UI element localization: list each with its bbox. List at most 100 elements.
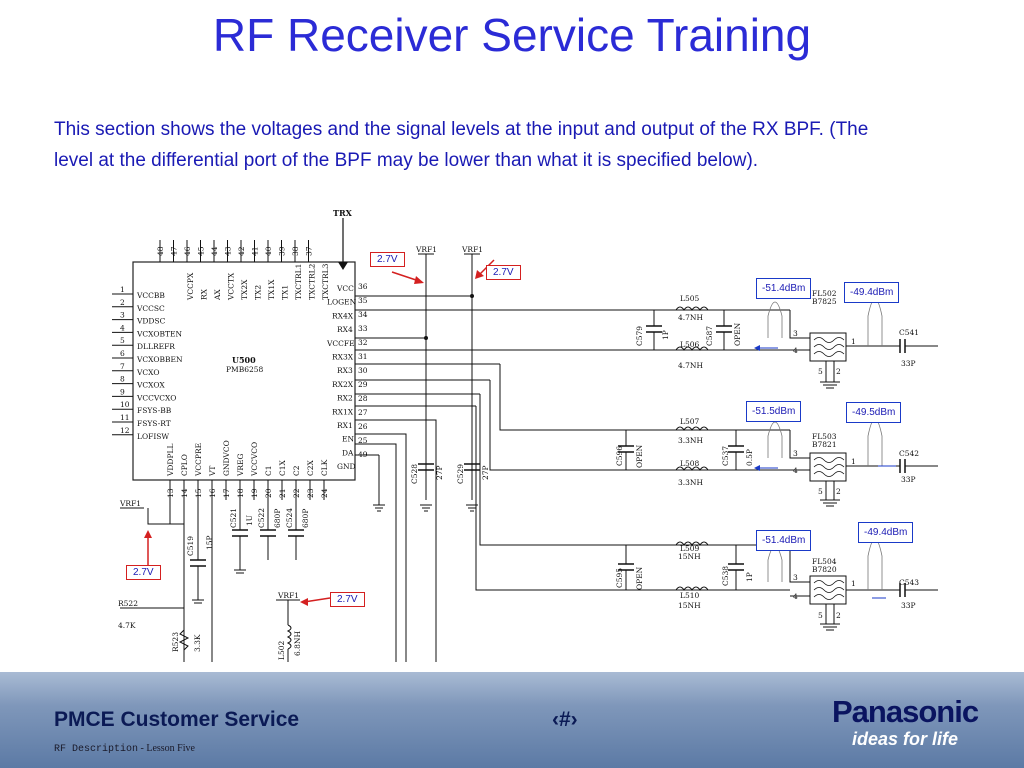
vrf-label-2: VRF1 <box>461 245 483 254</box>
ic-bottom-pin-name: VCCVCO <box>250 442 259 477</box>
ic-right-pin-number: 30 <box>358 366 368 375</box>
lower-left-circuit: VRF1 <box>119 480 304 662</box>
section-fl504: L509 15NH L510 15NH C595 OPEN C538 1P 3 … <box>615 538 938 631</box>
voltage-tag-4: 2.7V <box>330 592 365 607</box>
svg-text:C522: C522 <box>257 508 266 528</box>
trx-label: TRX <box>333 208 353 218</box>
footer-subtitle-left: RF Description <box>54 744 139 755</box>
ic-bottom-pin-name: VCCPRE <box>194 443 203 477</box>
svg-text:3: 3 <box>793 329 798 338</box>
c529-ref: C529 <box>456 464 465 484</box>
ic-bottom-pin-number: 24 <box>320 488 329 498</box>
trx-arrow <box>338 262 348 270</box>
svg-text:3.3NH: 3.3NH <box>678 436 703 445</box>
svg-text:R522: R522 <box>118 599 138 608</box>
svg-text:680P: 680P <box>301 509 310 528</box>
footer-subtitle: RF Description - Lesson Five <box>54 743 195 755</box>
svg-text:1: 1 <box>851 579 856 588</box>
svg-text:4.7K: 4.7K <box>118 621 136 630</box>
intro-text: This section shows the voltages and the … <box>54 119 869 171</box>
svg-text:L510: L510 <box>680 591 700 600</box>
svg-text:C596: C596 <box>615 446 624 466</box>
ic-left-pin-number: 9 <box>120 387 125 396</box>
footer-bar: PMCE Customer Service ‹#› RF Description… <box>0 672 1024 768</box>
svg-text:C595: C595 <box>615 568 624 588</box>
ic-top-pin-name: TX1X <box>267 279 276 300</box>
ic-bottom-pin-name: C2X <box>306 459 315 476</box>
svg-text:4: 4 <box>793 466 798 475</box>
svg-text:FL502: FL502 <box>812 289 837 298</box>
ic-right-pin-number: 29 <box>358 380 368 389</box>
svg-text:1: 1 <box>851 337 856 346</box>
ic-left-pin-number: 4 <box>120 323 125 332</box>
ic-bottom-pin-name: VT <box>208 466 217 477</box>
footer-subtitle-right: - Lesson Five <box>138 743 195 754</box>
svg-text:C521: C521 <box>229 508 238 528</box>
ic-bottom-pin-name: C2 <box>292 465 301 476</box>
ic-right-pin-name: RX4X <box>332 311 354 320</box>
svg-text:15P: 15P <box>205 535 214 550</box>
ic-right-pin-name: RX3 <box>337 366 353 375</box>
page-number: ‹#› <box>552 708 578 731</box>
ic-left-pin-name: FSYS-BB <box>137 406 172 415</box>
level-fl503-out: -49.5dBm <box>846 402 902 423</box>
level-fl502-out: -49.4dBm <box>844 282 900 303</box>
ic-right-pin-number: 26 <box>358 422 368 431</box>
ic-right-pin-name: GND <box>337 462 356 471</box>
ic-left-pin-name: VCXOX <box>136 381 165 390</box>
svg-text:C587: C587 <box>705 326 714 346</box>
ic-left-pin-name: VCXO <box>136 368 160 377</box>
svg-text:1: 1 <box>851 457 856 466</box>
ic-right-pin-number: 34 <box>358 310 368 319</box>
ic-left-pin-number: 5 <box>120 336 125 345</box>
svg-text:C541: C541 <box>899 328 919 337</box>
level-fl503-in: -51.5dBm <box>746 401 802 422</box>
svg-text:5: 5 <box>818 487 823 496</box>
ic-top-pin-number: 46 <box>183 246 192 256</box>
level-fl502-in: -51.4dBm <box>756 278 812 299</box>
ic-left-pin-name: VCCVCXO <box>136 393 176 402</box>
ic-top-pin-name: VCCTX <box>227 272 236 301</box>
svg-text:3: 3 <box>793 573 798 582</box>
ic-bottom-pin-number: 21 <box>278 488 287 498</box>
ic-top-pin-name: TXCTRL3 <box>321 263 330 300</box>
ic-top-pin-number: 45 <box>197 246 206 256</box>
panasonic-logo: Panasonic <box>832 694 979 729</box>
voltage-tag-1: 2.7V <box>370 252 405 267</box>
svg-text:C543: C543 <box>899 578 919 587</box>
ic-left-pin-number: 1 <box>120 285 125 294</box>
ic-left-pin-name: FSYS-RT <box>137 419 171 428</box>
ic-right-pin-number: 33 <box>358 324 368 333</box>
ic-right-pin-name: RX2X <box>332 380 354 389</box>
ic-top-pin-name: AX <box>213 289 222 301</box>
ic-right-pin-number: 28 <box>358 394 368 403</box>
svg-text:R523: R523 <box>171 632 180 652</box>
svg-text:2: 2 <box>836 611 841 620</box>
svg-text:OPEN: OPEN <box>635 444 644 468</box>
ic-bottom-pin-name: CLK <box>320 459 329 476</box>
svg-text:FL503: FL503 <box>812 432 837 441</box>
svg-text:B7825: B7825 <box>812 297 837 306</box>
svg-text:1P: 1P <box>661 330 670 340</box>
svg-text:L508: L508 <box>680 459 700 468</box>
ic-right-pin-name: RX2 <box>337 394 353 403</box>
panasonic-tagline: ideas for life <box>852 729 959 749</box>
ic-left-pin-number: 2 <box>120 298 125 307</box>
ic-bottom-pin-number: 19 <box>250 488 259 498</box>
ic-right-pin-name: LOGEN <box>327 298 357 307</box>
ic-right-pin-number: 31 <box>358 352 368 361</box>
ic-bottom-pin-name: VDDPLL <box>166 444 175 477</box>
svg-text:5: 5 <box>818 367 823 376</box>
svg-text:OPEN: OPEN <box>635 566 644 590</box>
c528-val: 27P <box>435 465 444 480</box>
svg-text:B7821: B7821 <box>812 440 837 449</box>
svg-text:3.3K: 3.3K <box>193 634 202 652</box>
c529-val: 27P <box>481 465 490 480</box>
svg-text:VRF1: VRF1 <box>277 591 299 600</box>
voltage-arrows <box>144 259 495 606</box>
ic-left-pin-name: LOFISW <box>137 432 169 441</box>
svg-text:C538: C538 <box>721 566 730 586</box>
svg-text:2: 2 <box>836 367 841 376</box>
